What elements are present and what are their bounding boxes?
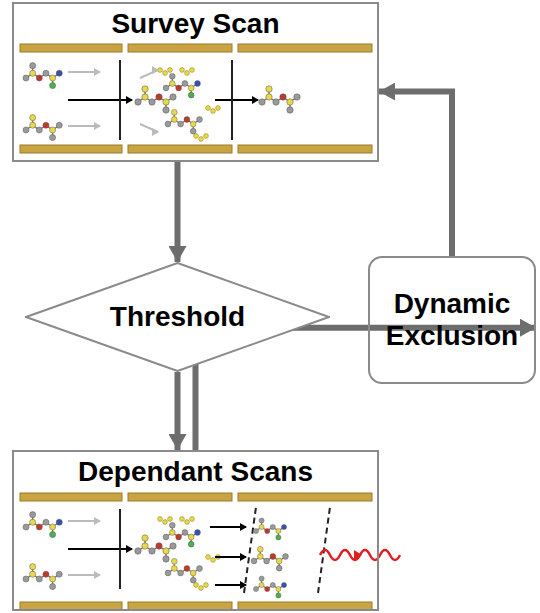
quadrupole-rod (238, 493, 372, 501)
fragment (163, 71, 168, 76)
molecule (23, 564, 62, 590)
fragment (204, 134, 209, 139)
fragment (168, 517, 173, 522)
fragment (190, 517, 195, 522)
node-label: Dynamic Exclusion (378, 288, 526, 352)
molecule (165, 558, 202, 583)
fragment (180, 68, 185, 73)
fragment (194, 134, 199, 139)
ion-path-head (94, 517, 101, 525)
process-box: Survey Scan (12, 2, 379, 162)
filter-line (119, 509, 121, 589)
fragment (168, 68, 173, 73)
fragment (204, 583, 209, 588)
node-label: Dependant Scans (22, 456, 369, 488)
process-box: Dynamic Exclusion (368, 256, 536, 384)
molecule (23, 512, 62, 538)
fragment (185, 71, 190, 76)
filter-line (231, 60, 233, 140)
ion-path-head (126, 96, 133, 104)
filter-line (244, 507, 256, 593)
fragment (158, 517, 163, 522)
molecule (251, 546, 288, 571)
molecule (135, 535, 176, 562)
molecule (163, 522, 200, 547)
flow-arrow (379, 92, 452, 256)
ion-path-head (152, 128, 159, 136)
molecule (135, 86, 176, 113)
ion-path-head (240, 523, 247, 531)
quadrupole-rod (238, 145, 372, 153)
fragment (206, 555, 211, 560)
quadrupole-rod (20, 145, 122, 153)
molecule (253, 518, 286, 540)
ion-path-head (94, 122, 101, 130)
molecule (259, 86, 300, 113)
fragment (211, 109, 216, 114)
ion-path-arrow (215, 99, 258, 101)
decision-diamond: Threshold (25, 262, 330, 372)
quadrupole-rod (20, 44, 122, 52)
ion-path-head (252, 96, 259, 104)
molecule (23, 115, 62, 141)
fragment (206, 106, 211, 111)
process-box: Dependant Scans (12, 450, 379, 611)
fragment (199, 586, 204, 591)
quadrupole-rod (238, 602, 372, 610)
signal-head (354, 550, 362, 560)
fragment (199, 137, 204, 142)
fragment (211, 558, 216, 563)
molecule (253, 576, 286, 598)
ion-path-head (152, 66, 159, 74)
ion-path-head (126, 545, 133, 553)
molecule (165, 109, 202, 134)
ion-path-arrow (68, 99, 132, 101)
quadrupole-rod (20, 493, 122, 501)
quadrupole-rod (128, 145, 232, 153)
node-label: Threshold (110, 301, 245, 333)
quadrupole-rod (128, 44, 232, 52)
molecule (23, 63, 62, 89)
quadrupole-rod (238, 44, 372, 52)
molecule (163, 73, 200, 98)
filter-line (119, 60, 121, 140)
flow-arrow (175, 372, 181, 450)
quadrupole-rod (128, 602, 232, 610)
fragment (185, 520, 190, 525)
ion-path-head (240, 553, 247, 561)
fragment (163, 520, 168, 525)
fragment (190, 68, 195, 73)
quadrupole-rod (128, 493, 232, 501)
ion-path-head (94, 571, 101, 579)
flow-arrow (175, 162, 181, 262)
fragment (194, 583, 199, 588)
signal-wave (320, 550, 400, 560)
fragment (180, 517, 185, 522)
node-label: Survey Scan (22, 8, 369, 40)
quadrupole-rod (20, 602, 122, 610)
fragment (216, 106, 221, 111)
ion-path-arrow (68, 548, 132, 550)
ion-path-head (94, 68, 101, 76)
